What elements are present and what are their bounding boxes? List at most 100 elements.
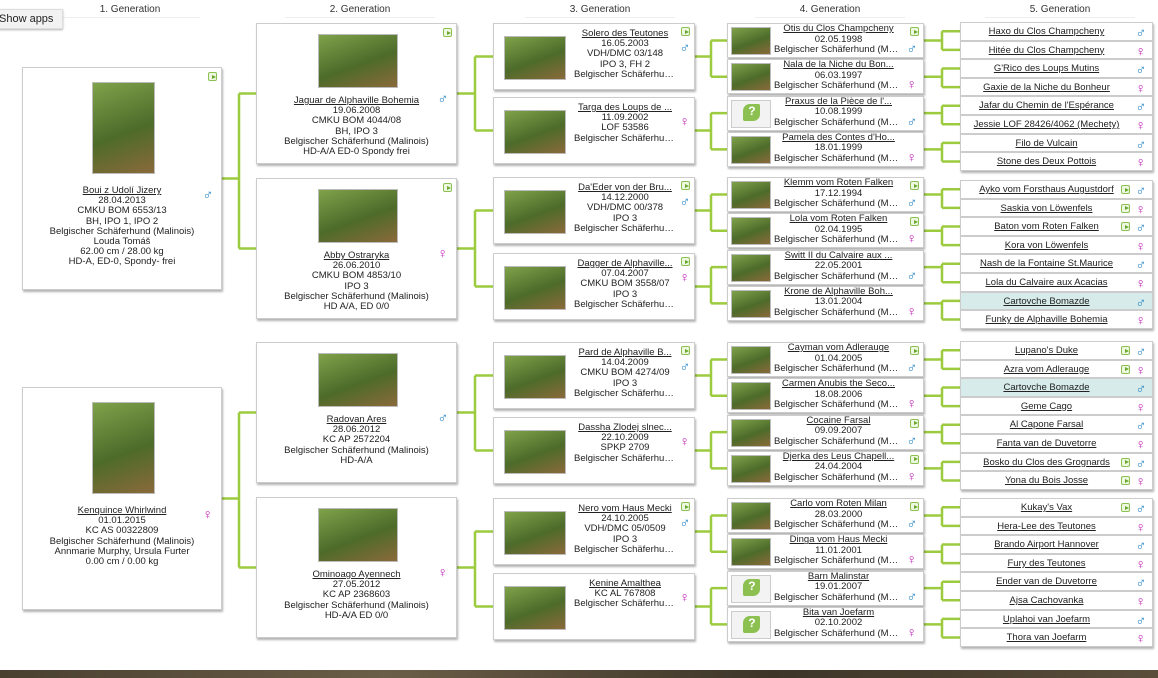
dog-name-link[interactable]: Praxus de la Pièce de l'... bbox=[785, 96, 892, 107]
dog-photo[interactable] bbox=[91, 82, 155, 174]
dog-name-link[interactable]: Funky de Alphaville Bohemia bbox=[985, 314, 1108, 326]
video-play-icon[interactable] bbox=[910, 27, 919, 36]
dog-name-link[interactable]: Yona du Bois Josse bbox=[1004, 475, 1089, 487]
dog-name-link[interactable]: Bita van Joefarm bbox=[802, 607, 875, 618]
dog-card-gen5[interactable]: Kukay's Vax♂ bbox=[960, 498, 1153, 517]
dog-name-link[interactable]: Otis du Clos Champcheny bbox=[783, 24, 894, 34]
dog-card-gen5[interactable]: G'Rico des Loups Mutins♂ bbox=[960, 59, 1153, 78]
dog-card-gen5[interactable]: Jafar du Chemin de l'Espérance♂ bbox=[960, 96, 1153, 115]
dog-name-link[interactable]: Stone des Deux Pottois bbox=[996, 156, 1097, 168]
dog-name-link[interactable]: Filo de Vulcain bbox=[1015, 137, 1078, 149]
dog-card-gen5[interactable]: Lola du Calvaire aux Acacias♀ bbox=[960, 273, 1153, 292]
video-play-icon[interactable] bbox=[910, 502, 919, 511]
dog-name-link[interactable]: Jaguar de Alphaville Bohemia bbox=[293, 96, 420, 106]
dog-name-link[interactable]: Al Capone Farsal bbox=[1009, 419, 1084, 431]
dog-name-link[interactable]: Dinga vom Haus Mecki bbox=[789, 535, 888, 546]
dog-name-link[interactable]: Jafar du Chemin de l'Espérance bbox=[979, 100, 1114, 112]
dog-card-gen5[interactable]: Thora van Joefarm♀ bbox=[960, 628, 1153, 647]
dog-name-link[interactable]: Lola vom Roten Falken bbox=[789, 214, 888, 225]
dog-card-gen5[interactable]: Ayko vom Forsthaus Augustdorf♂ bbox=[960, 180, 1153, 199]
dog-card-gen5[interactable]: Jessie LOF 28426/4062 (Mechety)♀ bbox=[960, 115, 1153, 134]
show-apps-button[interactable]: Show apps bbox=[0, 9, 63, 29]
dog-name-link[interactable]: Ominoago Ayennech bbox=[312, 570, 401, 580]
dog-name-link[interactable]: Thora van Joefarm bbox=[1006, 632, 1087, 644]
dog-card-gen5[interactable]: Nash de la Fontaine St.Maurice♂ bbox=[960, 254, 1153, 273]
dog-name-link[interactable]: Cayman vom Adlerauge bbox=[787, 343, 890, 353]
dog-card-gen5[interactable]: Geme Cago♀ bbox=[960, 396, 1153, 416]
video-play-icon[interactable] bbox=[910, 217, 919, 227]
dog-photo[interactable] bbox=[731, 217, 771, 246]
dog-name-link[interactable]: Hera-Lee des Teutones bbox=[997, 520, 1096, 532]
dog-name-link[interactable]: Kenine Amalthea bbox=[589, 579, 661, 589]
video-play-icon[interactable] bbox=[681, 181, 690, 190]
dog-card-gen5[interactable]: Yona du Bois Josse♀ bbox=[960, 471, 1153, 490]
video-play-icon[interactable] bbox=[1121, 503, 1130, 512]
dog-name-link[interactable]: Fury des Teutones bbox=[1007, 557, 1086, 569]
dog-name-link[interactable]: Switt II du Calvaire aux ... bbox=[784, 250, 893, 261]
dog-photo[interactable] bbox=[504, 510, 566, 555]
dog-photo[interactable] bbox=[504, 189, 566, 234]
dog-card-gen5[interactable]: Stone des Deux Pottois♀ bbox=[960, 152, 1153, 171]
video-play-icon[interactable] bbox=[910, 454, 919, 464]
dog-name-link[interactable]: Azra vom Adlerauge bbox=[1003, 363, 1090, 375]
dog-card-gen5[interactable]: Saskia von Löwenfels♀ bbox=[960, 198, 1153, 218]
dog-name-link[interactable]: Nala de la Niche du Bon... bbox=[783, 60, 894, 71]
dog-photo[interactable] bbox=[731, 253, 771, 282]
dog-name-link[interactable]: Gaxie de la Niche du Bonheur bbox=[983, 81, 1110, 93]
dog-photo[interactable] bbox=[731, 27, 771, 55]
dog-name-link[interactable]: Solero des Teutones bbox=[581, 29, 669, 39]
dog-photo[interactable] bbox=[504, 35, 566, 80]
dog-name-link[interactable]: Boui z Udolí Jizery bbox=[82, 186, 162, 196]
dog-card-gen5[interactable]: Ajsa Cachovanka♀ bbox=[960, 591, 1153, 610]
video-play-icon[interactable] bbox=[1121, 222, 1130, 232]
dog-card-gen5[interactable]: Kora von Löwenfels♀ bbox=[960, 235, 1153, 255]
dog-name-link[interactable]: Targa des Loups de ... bbox=[577, 103, 672, 113]
dog-photo[interactable] bbox=[731, 418, 771, 447]
dog-name-link[interactable]: Lola du Calvaire aux Acacias bbox=[985, 277, 1108, 288]
dog-name-link[interactable]: Abby Ostraryka bbox=[323, 251, 390, 261]
video-play-icon[interactable] bbox=[443, 28, 452, 37]
dog-photo[interactable] bbox=[731, 538, 771, 567]
dog-photo[interactable] bbox=[504, 429, 566, 474]
dog-card-gen4[interactable]: Praxus de la Pièce de l'...10.08.1999Bel… bbox=[727, 95, 924, 131]
dog-name-link[interactable]: Hitée du Clos Champcheny bbox=[988, 44, 1105, 56]
dog-name-link[interactable]: Kora von Löwenfels bbox=[1004, 239, 1089, 251]
dog-name-link[interactable]: Nero vom Haus Mecki bbox=[578, 504, 672, 514]
dog-name-link[interactable]: G'Rico des Loups Mutins bbox=[993, 63, 1100, 75]
dog-card-gen5[interactable]: Uplahoi van Joefarm♂ bbox=[960, 609, 1153, 629]
dog-card-gen5[interactable]: Brando Airport Hannover♂ bbox=[960, 535, 1153, 554]
dog-photo[interactable] bbox=[91, 402, 155, 494]
dog-photo[interactable] bbox=[731, 346, 771, 374]
dog-name-link[interactable]: Da'Eder von der Bru... bbox=[578, 183, 672, 193]
dog-name-link[interactable]: Cartovche Bomazde bbox=[1003, 382, 1090, 394]
dog-name-link[interactable]: Haxo du Clos Champcheny bbox=[988, 26, 1105, 37]
dog-card-gen5[interactable]: Cartovche Bomazde♂ bbox=[960, 291, 1153, 311]
dog-name-link[interactable]: Barn Malinstar bbox=[807, 571, 870, 582]
dog-name-link[interactable]: Brando Airport Hannover bbox=[994, 539, 1099, 551]
dog-photo[interactable] bbox=[731, 63, 771, 92]
dog-card-gen5[interactable]: Ender van de Duvetorre♂ bbox=[960, 572, 1153, 591]
dog-photo[interactable] bbox=[731, 181, 771, 209]
dog-name-link[interactable]: Fanta van de Duvetorre bbox=[996, 438, 1097, 449]
dog-name-link[interactable]: Pamela des Contes d'Ho... bbox=[782, 132, 895, 143]
dog-photo[interactable] bbox=[504, 265, 566, 310]
